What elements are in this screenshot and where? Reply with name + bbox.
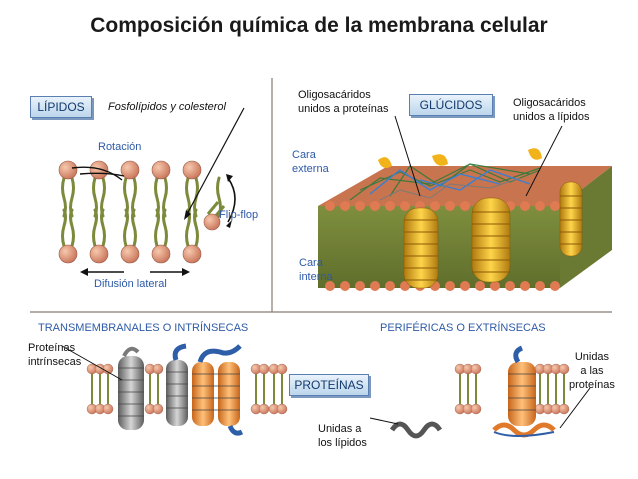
unidas-proteinas-label: Unidas a las proteínas [569,350,615,392]
lipidos-caption: Fosfolípidos y colesterol [108,101,226,113]
oligo-proteinas-line1: Oligosacáridos [298,89,371,101]
proteinas-intrinsecas-label: Proteínas intrínsecas [28,341,81,369]
unidas-proteinas-line3: proteínas [569,379,615,391]
membrane-3d-block [318,115,612,291]
lipid-pointer-line [185,107,245,217]
perifericas-heading: PERIFÉRICAS O EXTRÍNSECAS [380,322,546,334]
intrinsecas-line2: intrínsecas [28,356,82,368]
cara-externa-label: Cara externa [292,148,329,176]
unidas-lipidos-line1: Unidas a [318,423,362,435]
transmembranales-heading: TRANSMEMBRANALES O INTRÍNSECAS [38,322,249,334]
peripheral-anchor-protein [508,362,536,426]
difusion-label: Difusión lateral [94,278,167,290]
unidas-lipidos-label: Unidas a los lípidos [318,422,367,450]
intrinsecas-line1: Proteínas [28,342,76,354]
gray-protein-2 [166,360,188,426]
cara-interna-label: Cara interna [299,256,333,284]
diagram-title: Composición química de la membrana celul… [90,14,548,37]
cara-interna-line1: Cara [299,257,323,269]
unidas-lipidos-line2: los lípidos [318,437,367,449]
oligo-lipidos-line2: unidos a lípidos [513,111,590,123]
protein-bilayer [61,343,591,439]
glucidos-box: GLÚCIDOS [409,94,493,116]
cara-externa-line1: Cara [292,149,316,161]
cara-interna-line2: interna [299,271,333,283]
oligo-lipidos-line1: Oligosacáridos [513,97,586,109]
proteinas-box: PROTEÍNAS [289,374,369,396]
unidas-proteinas-line1: Unidas [574,351,610,363]
oligo-lipidos-label: Oligosacáridos unidos a lípidos [513,96,589,124]
lipid-bilayer [58,107,245,276]
flipflop-arrow [227,177,236,223]
flipflop-label: Flip-flop [219,209,259,221]
lipidos-box: LÍPIDOS [30,96,92,118]
oligo-proteinas-label: Oligosacáridos unidos a proteínas [298,88,389,116]
unidas-proteinas-line2: a las [580,365,604,377]
gray-transmembrane-protein [118,356,144,430]
oligo-proteinas-line2: unidos a proteínas [298,103,389,115]
lipid-bound-protein [389,421,443,439]
rotacion-label: Rotación [98,141,142,153]
rotation-arrow [71,166,123,181]
orange-protein [192,362,214,426]
cara-externa-line2: externa [292,163,329,175]
